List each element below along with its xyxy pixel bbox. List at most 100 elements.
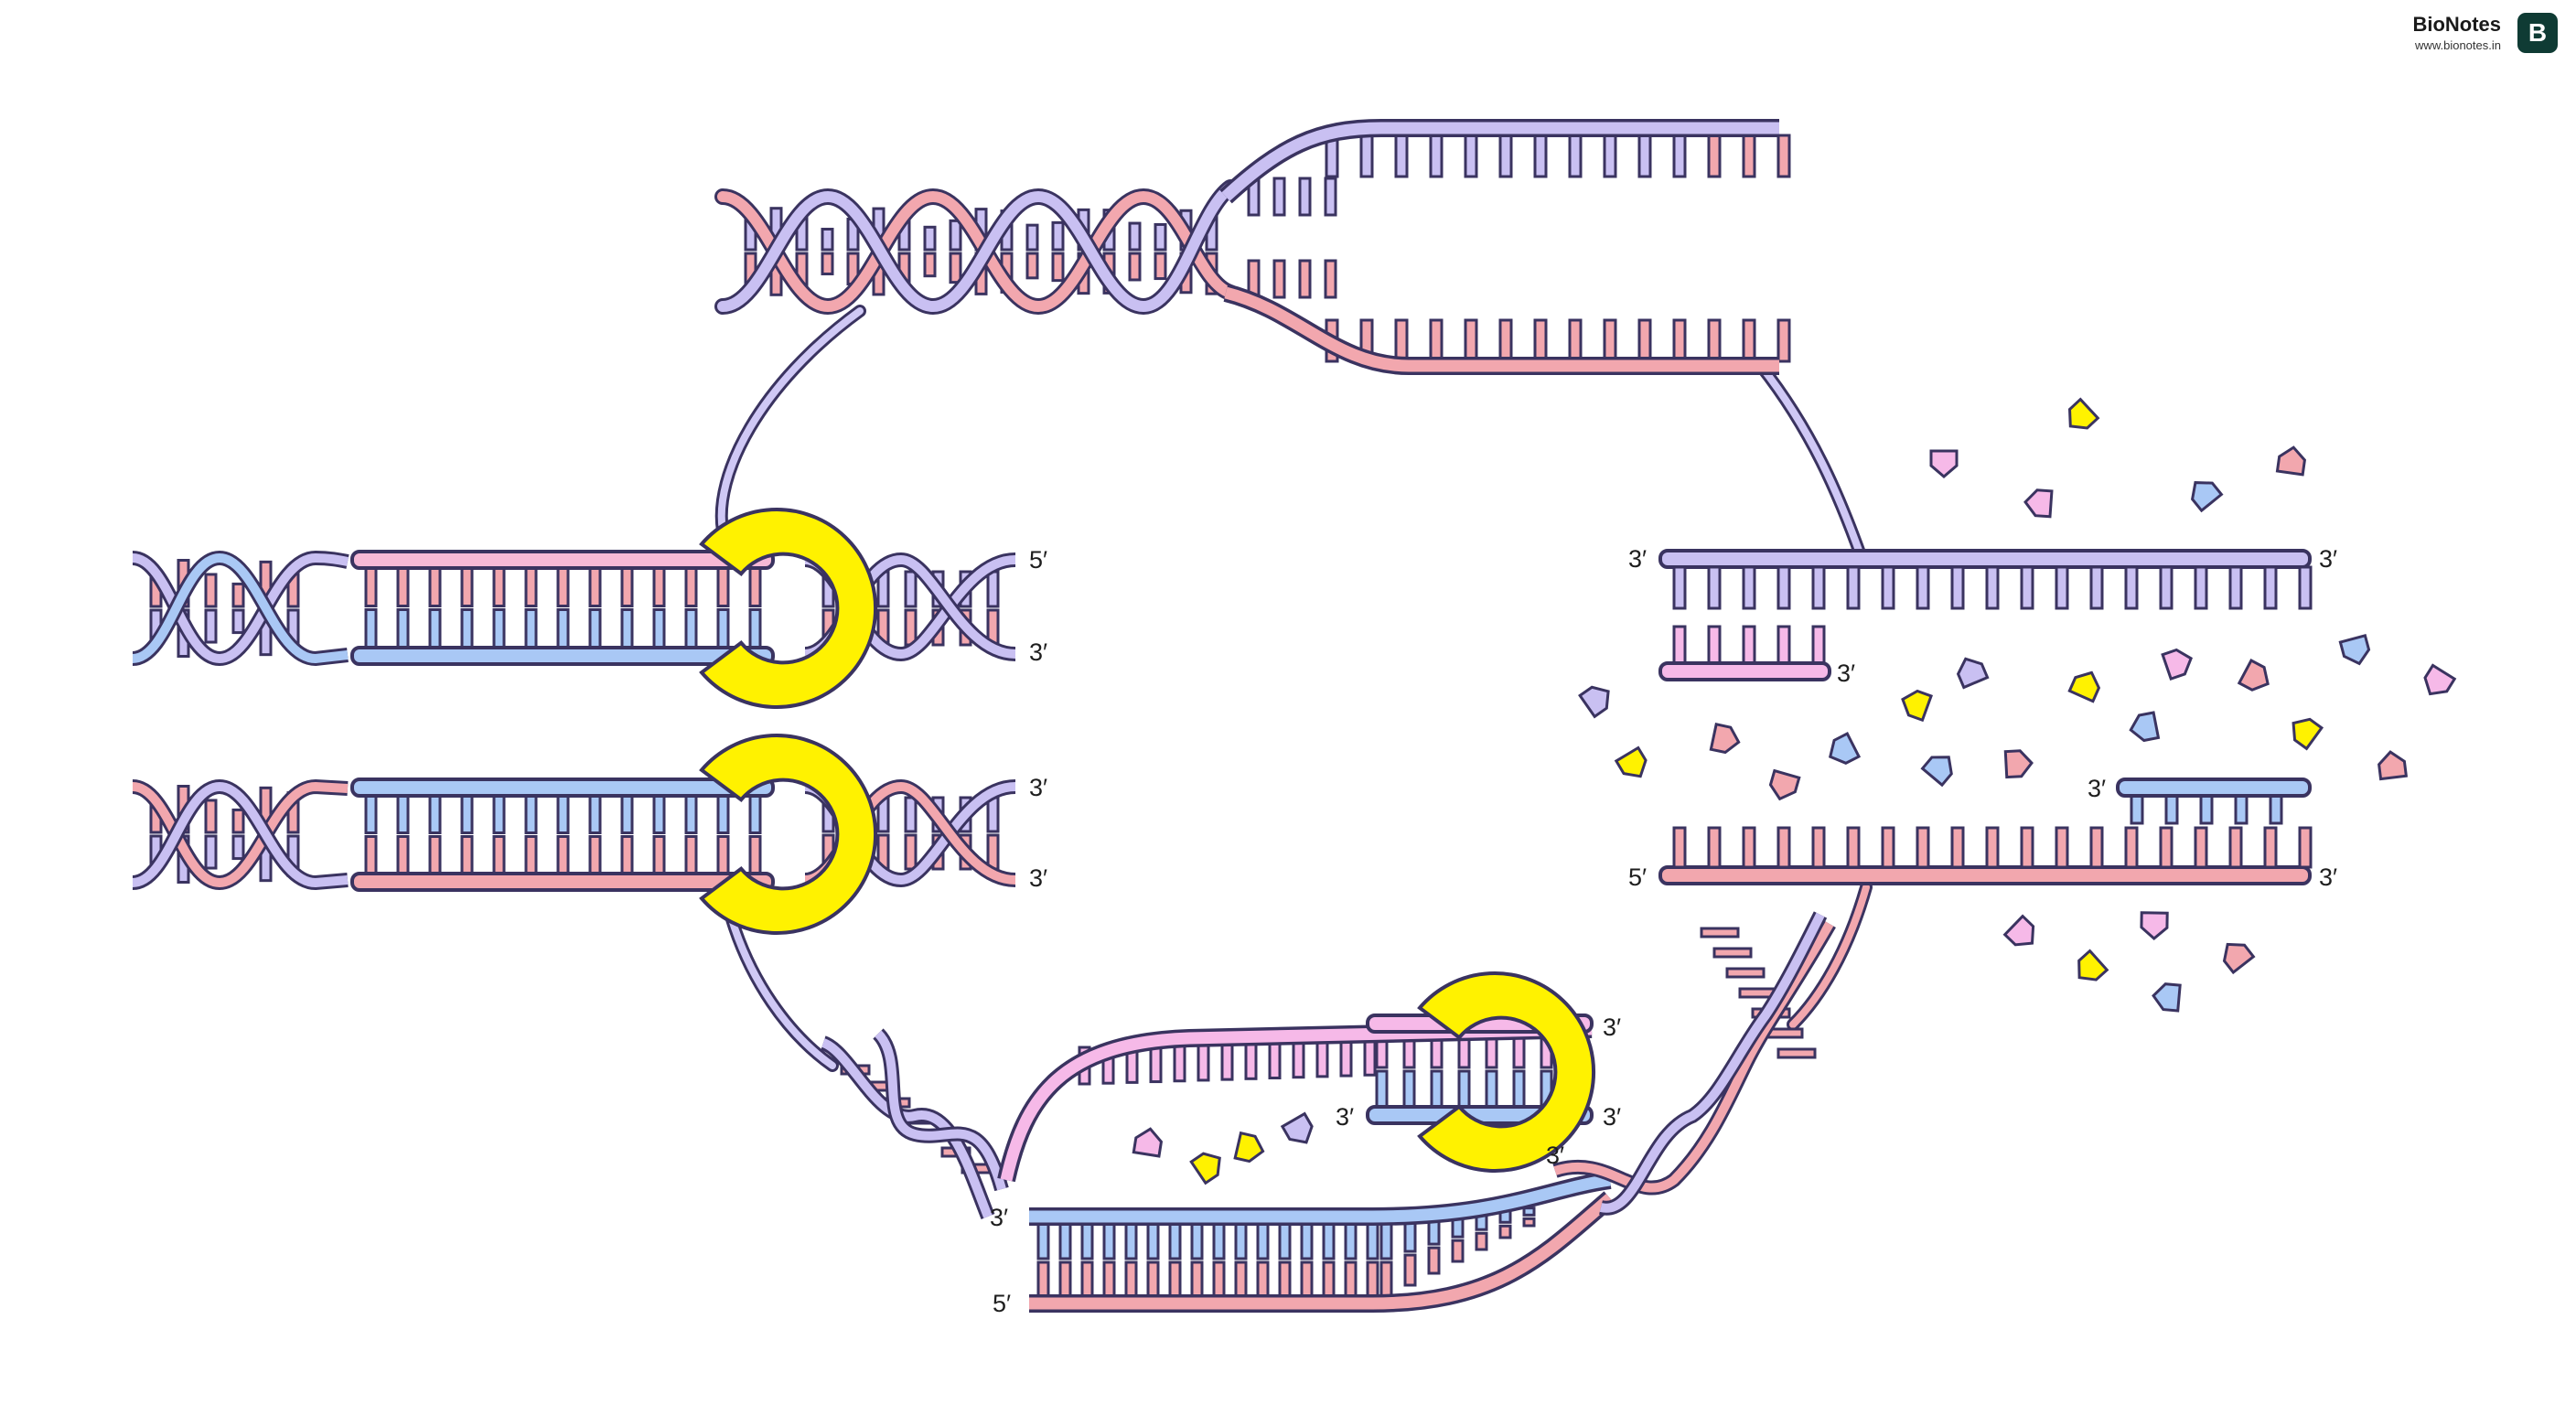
free-nucleotide xyxy=(1828,732,1862,765)
top-helix-base-pair-bottom xyxy=(923,252,937,278)
fork-lower-base xyxy=(1672,318,1687,363)
left-top-base-pair-bottom xyxy=(684,608,698,649)
fork-taper-base-pair-top xyxy=(1403,1219,1417,1253)
free-nucleotide xyxy=(1956,657,1990,690)
fork-lower-base xyxy=(1394,318,1409,363)
okazaki-base xyxy=(1811,625,1826,665)
label-left-top-5prime: 5′ xyxy=(1029,546,1047,574)
fork-bottom-base-pair-bottom xyxy=(1058,1260,1072,1299)
fork-bottom-base-pair-top xyxy=(1322,1222,1336,1260)
fork-upper-base xyxy=(1429,134,1444,178)
left-bottom-base-pair-bottom xyxy=(460,835,474,875)
label-fork-bottom-3prime: 3′ xyxy=(990,1204,1008,1231)
fork-taper-base-pair-bottom xyxy=(1403,1253,1417,1287)
left-bottom-right-pair-bottom xyxy=(986,833,1000,871)
left-bottom-base-pair-top xyxy=(748,794,762,834)
label-left-bottom-3prime-a: 3′ xyxy=(1029,774,1047,801)
fork-arc-base xyxy=(1149,1044,1163,1084)
right-top-base xyxy=(1776,565,1791,610)
fork-upper-base xyxy=(1776,134,1791,178)
left-bottom-base-pair-bottom xyxy=(524,835,538,875)
fork-bottom-base-pair-top xyxy=(1080,1222,1094,1260)
fork-lower-base xyxy=(1568,318,1583,363)
right-bottom-base xyxy=(2194,826,2208,869)
fork-right-helix-base xyxy=(1700,927,1740,938)
fork-bottom-base-pair-bottom xyxy=(1190,1260,1204,1299)
left-bottom-base-pair-top xyxy=(620,794,634,834)
right-top-base xyxy=(1846,565,1861,610)
label-fork-primer-3prime-right: 3′ xyxy=(1603,1103,1621,1131)
free-nucleotide xyxy=(1901,689,1933,723)
fork-bottom-base-pair-top xyxy=(1102,1222,1116,1260)
free-nucleotide xyxy=(2067,670,2101,703)
right-top-base xyxy=(1950,565,1965,610)
fork-bottom-base-pair-top xyxy=(1234,1222,1248,1260)
top-helix xyxy=(714,119,1791,375)
right-bottom-base xyxy=(1707,826,1722,869)
free-nucleotide xyxy=(1920,756,1953,788)
left-bottom-base-pair-top xyxy=(428,794,442,834)
fork-bottom-base-pair-bottom xyxy=(1146,1260,1160,1299)
fork-upper-base xyxy=(1533,134,1548,178)
left-top-base-pair-bottom xyxy=(652,608,666,649)
replication-bubble-loop xyxy=(714,305,1873,1072)
fork-bottom-base-pair-top xyxy=(1124,1222,1138,1260)
fork-bottom-base-pair-bottom xyxy=(1212,1260,1226,1299)
right-top-base xyxy=(1916,565,1930,610)
left-bottom-base-pair-top xyxy=(364,794,378,834)
left-bottom-base-pair-top xyxy=(684,794,698,834)
fork-arc-base xyxy=(1268,1040,1282,1079)
left-top-base-pair-bottom xyxy=(748,608,762,649)
free-nucleotide xyxy=(1614,745,1648,778)
fork-primer-base-pair-bottom xyxy=(1430,1069,1444,1109)
left-bottom-base-pair-bottom xyxy=(428,835,442,875)
left-top-base-pair-top xyxy=(556,566,570,607)
left-bottom-base-pair-bottom xyxy=(396,835,410,875)
fork-upper-base xyxy=(1742,134,1756,178)
fork-bottom-base-pair-bottom xyxy=(1278,1260,1292,1299)
label-right-bottom-3prime-primer: 3′ xyxy=(2088,775,2106,802)
free-nucleotide xyxy=(1578,685,1610,719)
left-bottom-helix-pair-bottom xyxy=(204,834,218,870)
fork-lower-base xyxy=(1272,259,1286,299)
free-nucleotide xyxy=(2023,488,2054,519)
fork-bottom-base-pair-top xyxy=(1278,1222,1292,1260)
left-top-right-pair-top xyxy=(904,570,918,608)
left-top-base-pair-bottom xyxy=(524,608,538,649)
polymerase-left-bottom xyxy=(699,734,877,935)
left-top-helix-pair-top xyxy=(204,573,218,608)
label-fork-junction-3prime: 3′ xyxy=(1546,1142,1564,1169)
left-top-base-pair-bottom xyxy=(460,608,474,649)
free-nucleotide xyxy=(2067,397,2100,430)
polymerase-left-top xyxy=(699,508,877,709)
left-bottom-base-pair-top xyxy=(396,794,410,834)
left-bottom-base-pair-bottom xyxy=(652,835,666,875)
right-bottom-base xyxy=(1846,826,1861,869)
left-bottom-base-pair-bottom xyxy=(588,835,602,875)
fork-arc-base xyxy=(1292,1039,1305,1079)
fork-lower-base xyxy=(1637,318,1652,363)
left-bottom-right-pair-top xyxy=(904,796,918,833)
left-bottom-base-pair-bottom xyxy=(364,835,378,875)
fork-arc-base xyxy=(1363,1036,1377,1077)
fork-upper-base xyxy=(1707,134,1722,178)
left-top-base-pair-top xyxy=(428,566,442,607)
left-bottom-base-pair-bottom xyxy=(492,835,506,875)
fork-upper-base xyxy=(1324,177,1337,217)
free-nucleotide xyxy=(2002,914,2035,947)
fork-bottom-base-pair-bottom xyxy=(1168,1260,1182,1299)
label-left-bottom-3prime-b: 3′ xyxy=(1029,864,1047,892)
right-bottom-base xyxy=(1985,826,2000,869)
fork-upper-base xyxy=(1464,134,1478,178)
left-top-base-pair-top xyxy=(684,566,698,607)
fork-lower-base xyxy=(1324,259,1337,299)
top-helix-base-pair-bottom xyxy=(949,252,962,284)
fork-taper-base-pair-bottom xyxy=(1475,1231,1488,1251)
left-top-base-pair-bottom xyxy=(588,608,602,649)
fork-upper-base xyxy=(1603,134,1617,178)
fork-bottom-base-pair-top xyxy=(1256,1222,1270,1260)
fork-arc-base xyxy=(1339,1037,1353,1078)
fork-bottom-base-pair-bottom xyxy=(1344,1260,1358,1299)
left-top-base-pair-top xyxy=(524,566,538,607)
right-top-base xyxy=(1707,565,1722,610)
